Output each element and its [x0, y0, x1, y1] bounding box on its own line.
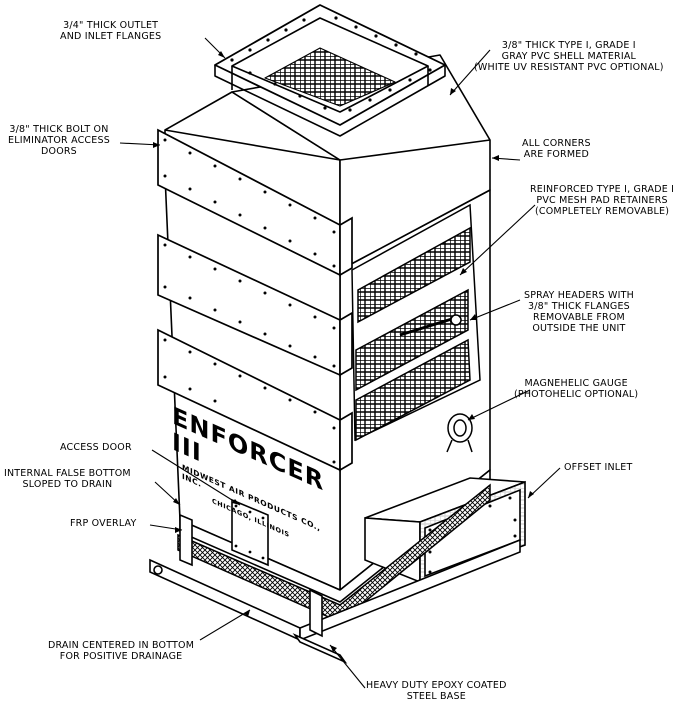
- magnehelic-gauge: [446, 413, 473, 453]
- lower-door-bolts: [234, 504, 265, 560]
- label-pad-retainers: REINFORCED TYPE I, GRADE I PVC MESH PAD …: [530, 184, 675, 217]
- label-outlet-flanges: 3/4" THICK OUTLET AND INLET FLANGES: [60, 20, 162, 42]
- interior-cutaway: [351, 203, 481, 442]
- label-base: HEAVY DUTY EPOXY COATED STEEL BASE: [366, 680, 507, 702]
- leader-arrowheads: [153, 51, 534, 652]
- access-door-bolts: [163, 138, 336, 464]
- label-access-doors: 3/8" THICK BOLT ON ELIMINATOR ACCESS DOO…: [8, 124, 110, 157]
- label-drain: DRAIN CENTERED IN BOTTOM FOR POSITIVE DR…: [48, 640, 195, 662]
- label-shell-material: 3/8" THICK TYPE I, GRADE I GRAY PVC SHEL…: [474, 40, 664, 73]
- label-gauge: MAGNEHELIC GAUGE (PHOTOHELIC OPTIONAL): [514, 378, 639, 400]
- steel-base: [149, 513, 521, 664]
- label-corners: ALL CORNERS ARE FORMED: [522, 138, 591, 160]
- label-access-door: ACCESS DOOR: [60, 442, 132, 453]
- label-spray-headers: SPRAY HEADERS WITH 3/8" THICK FLANGES RE…: [524, 290, 634, 334]
- lower-access-door: [231, 498, 269, 567]
- label-offset-inlet: OFFSET INLET: [564, 462, 633, 473]
- offset-inlet: [364, 477, 526, 584]
- label-false-bottom: INTERNAL FALSE BOTTOM SLOPED TO DRAIN: [4, 468, 131, 490]
- label-frp-overlay: FRP OVERLAY: [70, 518, 137, 529]
- outlet-flange-bolts: [230, 16, 432, 112]
- frp-overlay: [177, 483, 491, 623]
- eliminator-access-doors: [157, 128, 353, 472]
